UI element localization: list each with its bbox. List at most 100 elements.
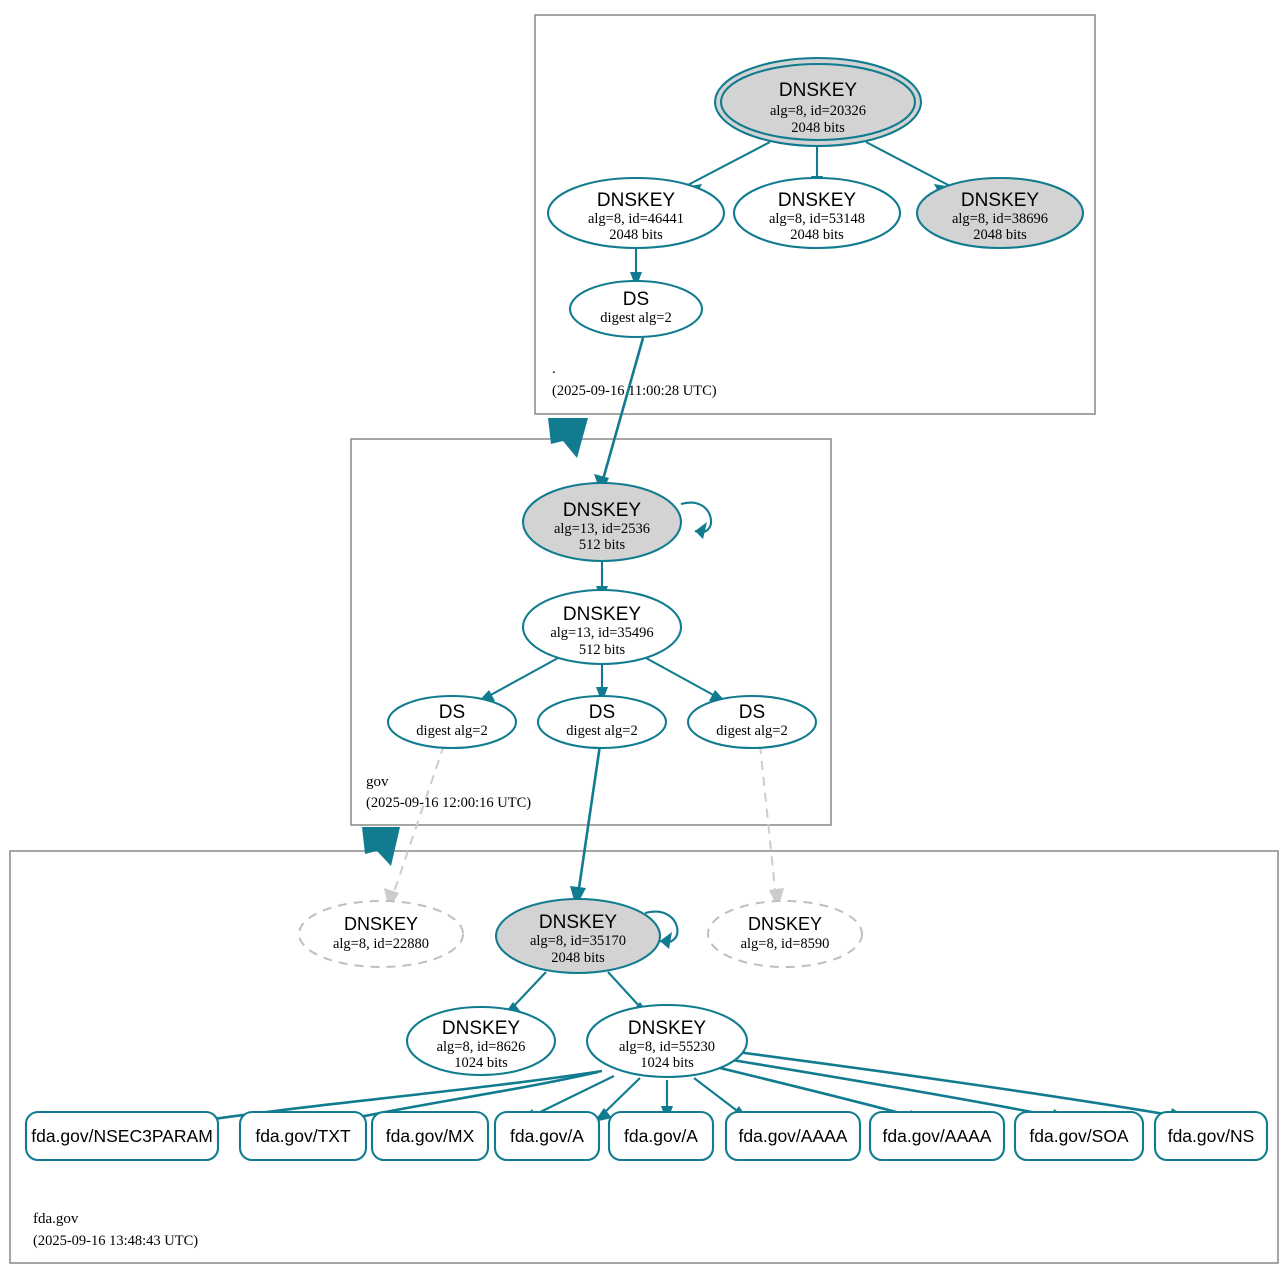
rrset-label: fda.gov/NS	[1168, 1126, 1255, 1146]
node-line2: alg=8, id=22880	[333, 936, 429, 952]
rrset-aaaa-1[interactable]: fda.gov/AAAA	[724, 1110, 862, 1162]
edge-root-ds-to-gov-ksk	[600, 337, 645, 484]
node-line2: digest alg=2	[716, 723, 787, 739]
node-line3: 2048 bits	[609, 227, 663, 243]
node-line2: alg=13, id=35496	[550, 625, 653, 641]
edge-gov-ds1-to-fda-ghost-22880	[391, 744, 445, 899]
zone-timestamp-fdagov: (2025-09-16 13:48:43 UTC)	[33, 1233, 198, 1249]
arrowhead-gov-ds2-to-fda-ksk	[570, 886, 586, 907]
node-line2: digest alg=2	[600, 310, 671, 326]
rrset-aaaa-2[interactable]: fda.gov/AAAA	[868, 1110, 1006, 1162]
node-line2: digest alg=2	[566, 723, 637, 739]
node-fda-ksk-35170[interactable]: DNSKEY alg=8, id=35170 2048 bits	[494, 897, 662, 975]
arrowhead-delegation-root-to-gov	[548, 418, 588, 458]
node-root-ksk-20326[interactable]: DNSKEY alg=8, id=20326 2048 bits	[713, 56, 923, 148]
rrset-txt[interactable]: fda.gov/TXT	[238, 1110, 368, 1162]
rrset-label: fda.gov/NSEC3PARAM	[31, 1126, 213, 1146]
edge-fda-ksk-to-8626	[511, 971, 547, 1009]
node-root-zsk-38696[interactable]: DNSKEY alg=8, id=38696 2048 bits	[915, 176, 1085, 250]
node-title: DS	[739, 702, 765, 723]
node-line3: 512 bits	[579, 537, 626, 553]
node-line2: alg=8, id=8590	[741, 936, 830, 952]
rrset-label: fda.gov/A	[624, 1126, 698, 1146]
edge-fda-ksk-to-55230	[607, 971, 642, 1009]
rrset-label: fda.gov/A	[510, 1126, 584, 1146]
edge-fda-55230-to-txt	[344, 1070, 599, 1122]
edge-gov-zsk-to-ds3	[645, 657, 718, 698]
zone-timestamp-root: (2025-09-16 11:00:28 UTC)	[552, 383, 717, 399]
node-title: DNSKEY	[779, 80, 857, 101]
rrset-a-2[interactable]: fda.gov/A	[607, 1110, 715, 1162]
rrset-ns[interactable]: fda.gov/NS	[1153, 1110, 1269, 1162]
zone-label-fdagov: fda.gov	[33, 1211, 79, 1227]
zone-label-root: .	[552, 361, 556, 377]
node-title: DNSKEY	[597, 190, 675, 211]
node-title: DNSKEY	[961, 190, 1039, 211]
node-line3: 2048 bits	[790, 227, 844, 243]
arrowhead-selfsign-fda-ksk	[660, 932, 672, 949]
edge-fda-55230-to-a1	[602, 1077, 641, 1115]
node-line3: 1024 bits	[640, 1055, 694, 1071]
rrset-nsec3param[interactable]: fda.gov/NSEC3PARAM	[24, 1110, 220, 1162]
node-title: DNSKEY	[563, 604, 641, 625]
node-fda-ghost-8590[interactable]: DNSKEY alg=8, id=8590	[707, 900, 863, 968]
edge-fda-55230-to-ns	[721, 1048, 1177, 1118]
rrset-label: fda.gov/MX	[386, 1126, 475, 1146]
node-line2: alg=8, id=55230	[619, 1039, 715, 1055]
node-fda-zsk-55230[interactable]: DNSKEY alg=8, id=55230 1024 bits	[585, 1003, 749, 1079]
rrset-label: fda.gov/AAAA	[883, 1126, 992, 1146]
node-title: DNSKEY	[778, 190, 856, 211]
node-line2: alg=8, id=38696	[952, 211, 1048, 227]
node-title: DNSKEY	[442, 1018, 520, 1039]
edge-gov-ds3-to-fda-ghost-8590	[759, 744, 777, 899]
rrset-label: fda.gov/TXT	[255, 1126, 351, 1146]
node-line3: 2048 bits	[791, 120, 845, 136]
node-line3: 2048 bits	[973, 227, 1027, 243]
node-gov-ksk-2536[interactable]: DNSKEY alg=13, id=2536 512 bits	[521, 481, 683, 563]
node-gov-ds-2[interactable]: DS digest alg=2	[536, 694, 668, 750]
node-title: DS	[589, 702, 615, 723]
zone-timestamp-gov: (2025-09-16 12:00:16 UTC)	[366, 795, 531, 811]
edge-root-ksk-to-38696	[865, 141, 953, 188]
node-title: DS	[623, 289, 649, 310]
node-title: DNSKEY	[748, 914, 822, 934]
node-title: DNSKEY	[344, 914, 418, 934]
node-gov-zsk-35496[interactable]: DNSKEY alg=13, id=35496 512 bits	[521, 588, 683, 666]
node-gov-ds-1[interactable]: DS digest alg=2	[386, 694, 518, 750]
node-line2: alg=8, id=53148	[769, 211, 865, 227]
node-line3: 1024 bits	[454, 1055, 508, 1071]
node-title: DNSKEY	[628, 1018, 706, 1039]
node-root-zsk-53148[interactable]: DNSKEY alg=8, id=53148 2048 bits	[732, 176, 902, 250]
rrset-a-1[interactable]: fda.gov/A	[493, 1110, 601, 1162]
node-fda-ghost-22880[interactable]: DNSKEY alg=8, id=22880	[298, 900, 464, 968]
node-line3: 2048 bits	[551, 950, 605, 966]
node-line2: digest alg=2	[416, 723, 487, 739]
node-line2: alg=13, id=2536	[554, 521, 650, 537]
node-root-zsk-46441[interactable]: DNSKEY alg=8, id=46441 2048 bits	[546, 176, 726, 250]
node-root-ds-gov[interactable]: DS digest alg=2	[568, 279, 704, 339]
edge-gov-zsk-to-ds1	[486, 657, 559, 698]
rrset-mx[interactable]: fda.gov/MX	[370, 1110, 490, 1162]
zone-label-gov: gov	[366, 774, 389, 790]
arrowhead-delegation-gov-to-fdagov	[362, 827, 400, 866]
rrset-label: fda.gov/AAAA	[739, 1126, 848, 1146]
edge-fda-55230-to-mx	[529, 1075, 615, 1118]
edge-root-ksk-to-46441	[683, 141, 771, 188]
node-line2: alg=8, id=46441	[588, 211, 684, 227]
node-title: DNSKEY	[539, 912, 617, 933]
edge-fda-55230-to-soa	[719, 1056, 1059, 1119]
rrset-soa[interactable]: fda.gov/SOA	[1013, 1110, 1145, 1162]
node-line2: alg=8, id=8626	[437, 1039, 526, 1055]
node-gov-ds-3[interactable]: DS digest alg=2	[686, 694, 818, 750]
node-fda-zsk-8626[interactable]: DNSKEY alg=8, id=8626 1024 bits	[405, 1005, 557, 1077]
rrset-label: fda.gov/SOA	[1029, 1126, 1129, 1146]
node-line3: 512 bits	[579, 642, 626, 658]
arrowhead-gov-ds3-to-fda-ghost-8590	[769, 888, 784, 909]
node-line2: alg=8, id=35170	[530, 933, 626, 949]
edge-fda-55230-to-nsec3param	[179, 1069, 603, 1126]
node-line2: alg=8, id=20326	[770, 103, 866, 119]
edge-gov-ds2-to-fda-ksk	[576, 744, 602, 896]
node-title: DNSKEY	[563, 500, 641, 521]
arrowhead-selfsign-gov-ksk	[695, 522, 707, 539]
